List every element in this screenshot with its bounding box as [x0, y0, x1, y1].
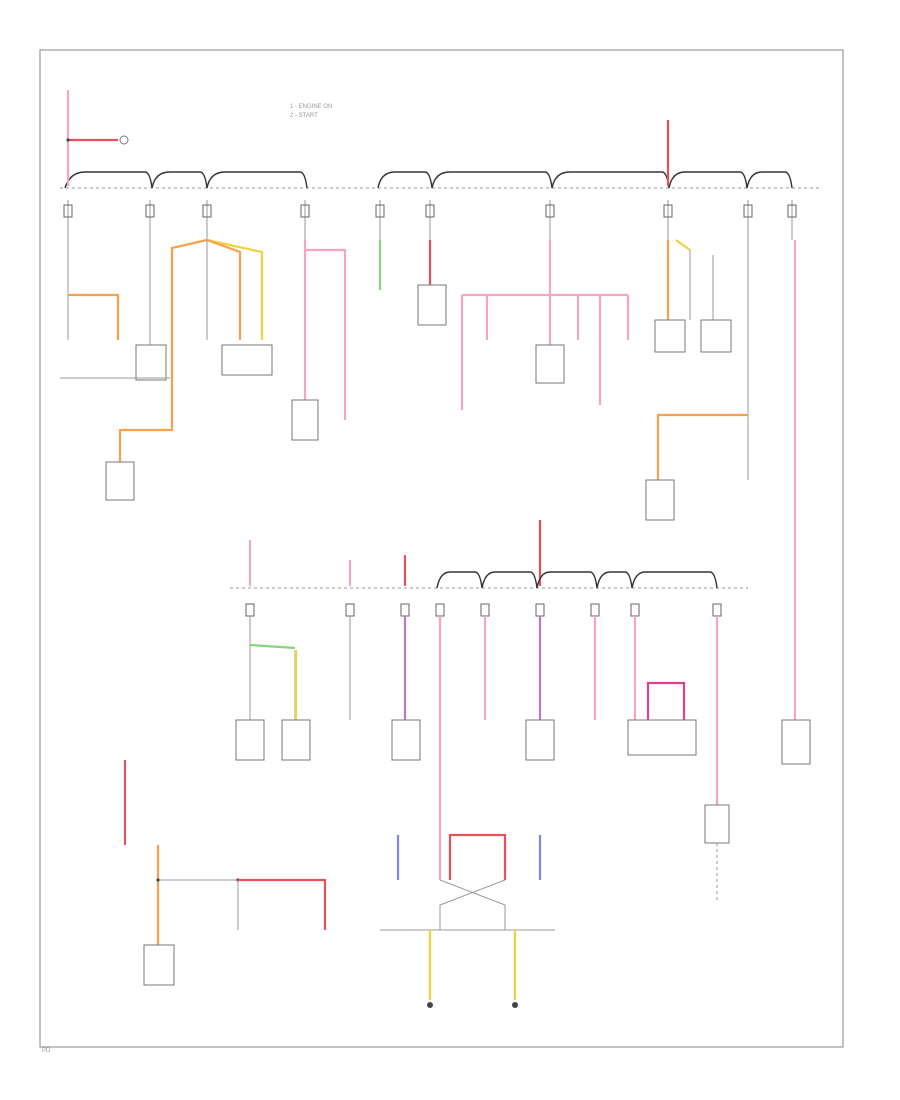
- middle-fuse-drops: [245, 603, 722, 617]
- component-right-lower-module: [645, 479, 675, 521]
- component-top-center-module: [417, 284, 447, 326]
- component-mid-module-3: [391, 719, 421, 761]
- upper-fuse-drops: [63, 200, 797, 240]
- component-mid-module-2: [281, 719, 311, 761]
- component-center-module: [535, 344, 565, 384]
- ground-left: [427, 1002, 433, 1008]
- component-mid-module-1: [235, 719, 265, 761]
- component-mid-module-4: [525, 719, 555, 761]
- component-right-module-b: [700, 319, 732, 353]
- legend-item-2: 2 - START: [290, 113, 318, 119]
- component-left-module: [135, 344, 167, 381]
- bottom-section: [123, 760, 555, 1008]
- legend: 1 - ENGINE ON 2 - START: [290, 104, 332, 119]
- footer-mark: PD: [42, 1048, 51, 1054]
- component-center-left-module: [291, 399, 319, 441]
- component-cluster-module: [221, 344, 273, 376]
- component-lower-left-module: [105, 461, 135, 501]
- component-relay: [704, 804, 730, 844]
- component-wide-module: [627, 719, 697, 756]
- ground-right: [512, 1002, 518, 1008]
- component-bottom-left-sensor: [143, 944, 175, 986]
- upper-fuse-block: [60, 90, 820, 240]
- middle-branches: [235, 616, 811, 900]
- component-right-module-a: [654, 319, 686, 353]
- diagram-frame: [39, 49, 844, 1048]
- middle-fuse-block: [230, 520, 748, 617]
- legend-item-1: 1 - ENGINE ON: [290, 104, 332, 110]
- upper-branches: [60, 238, 797, 720]
- component-right-edge-module: [781, 719, 811, 765]
